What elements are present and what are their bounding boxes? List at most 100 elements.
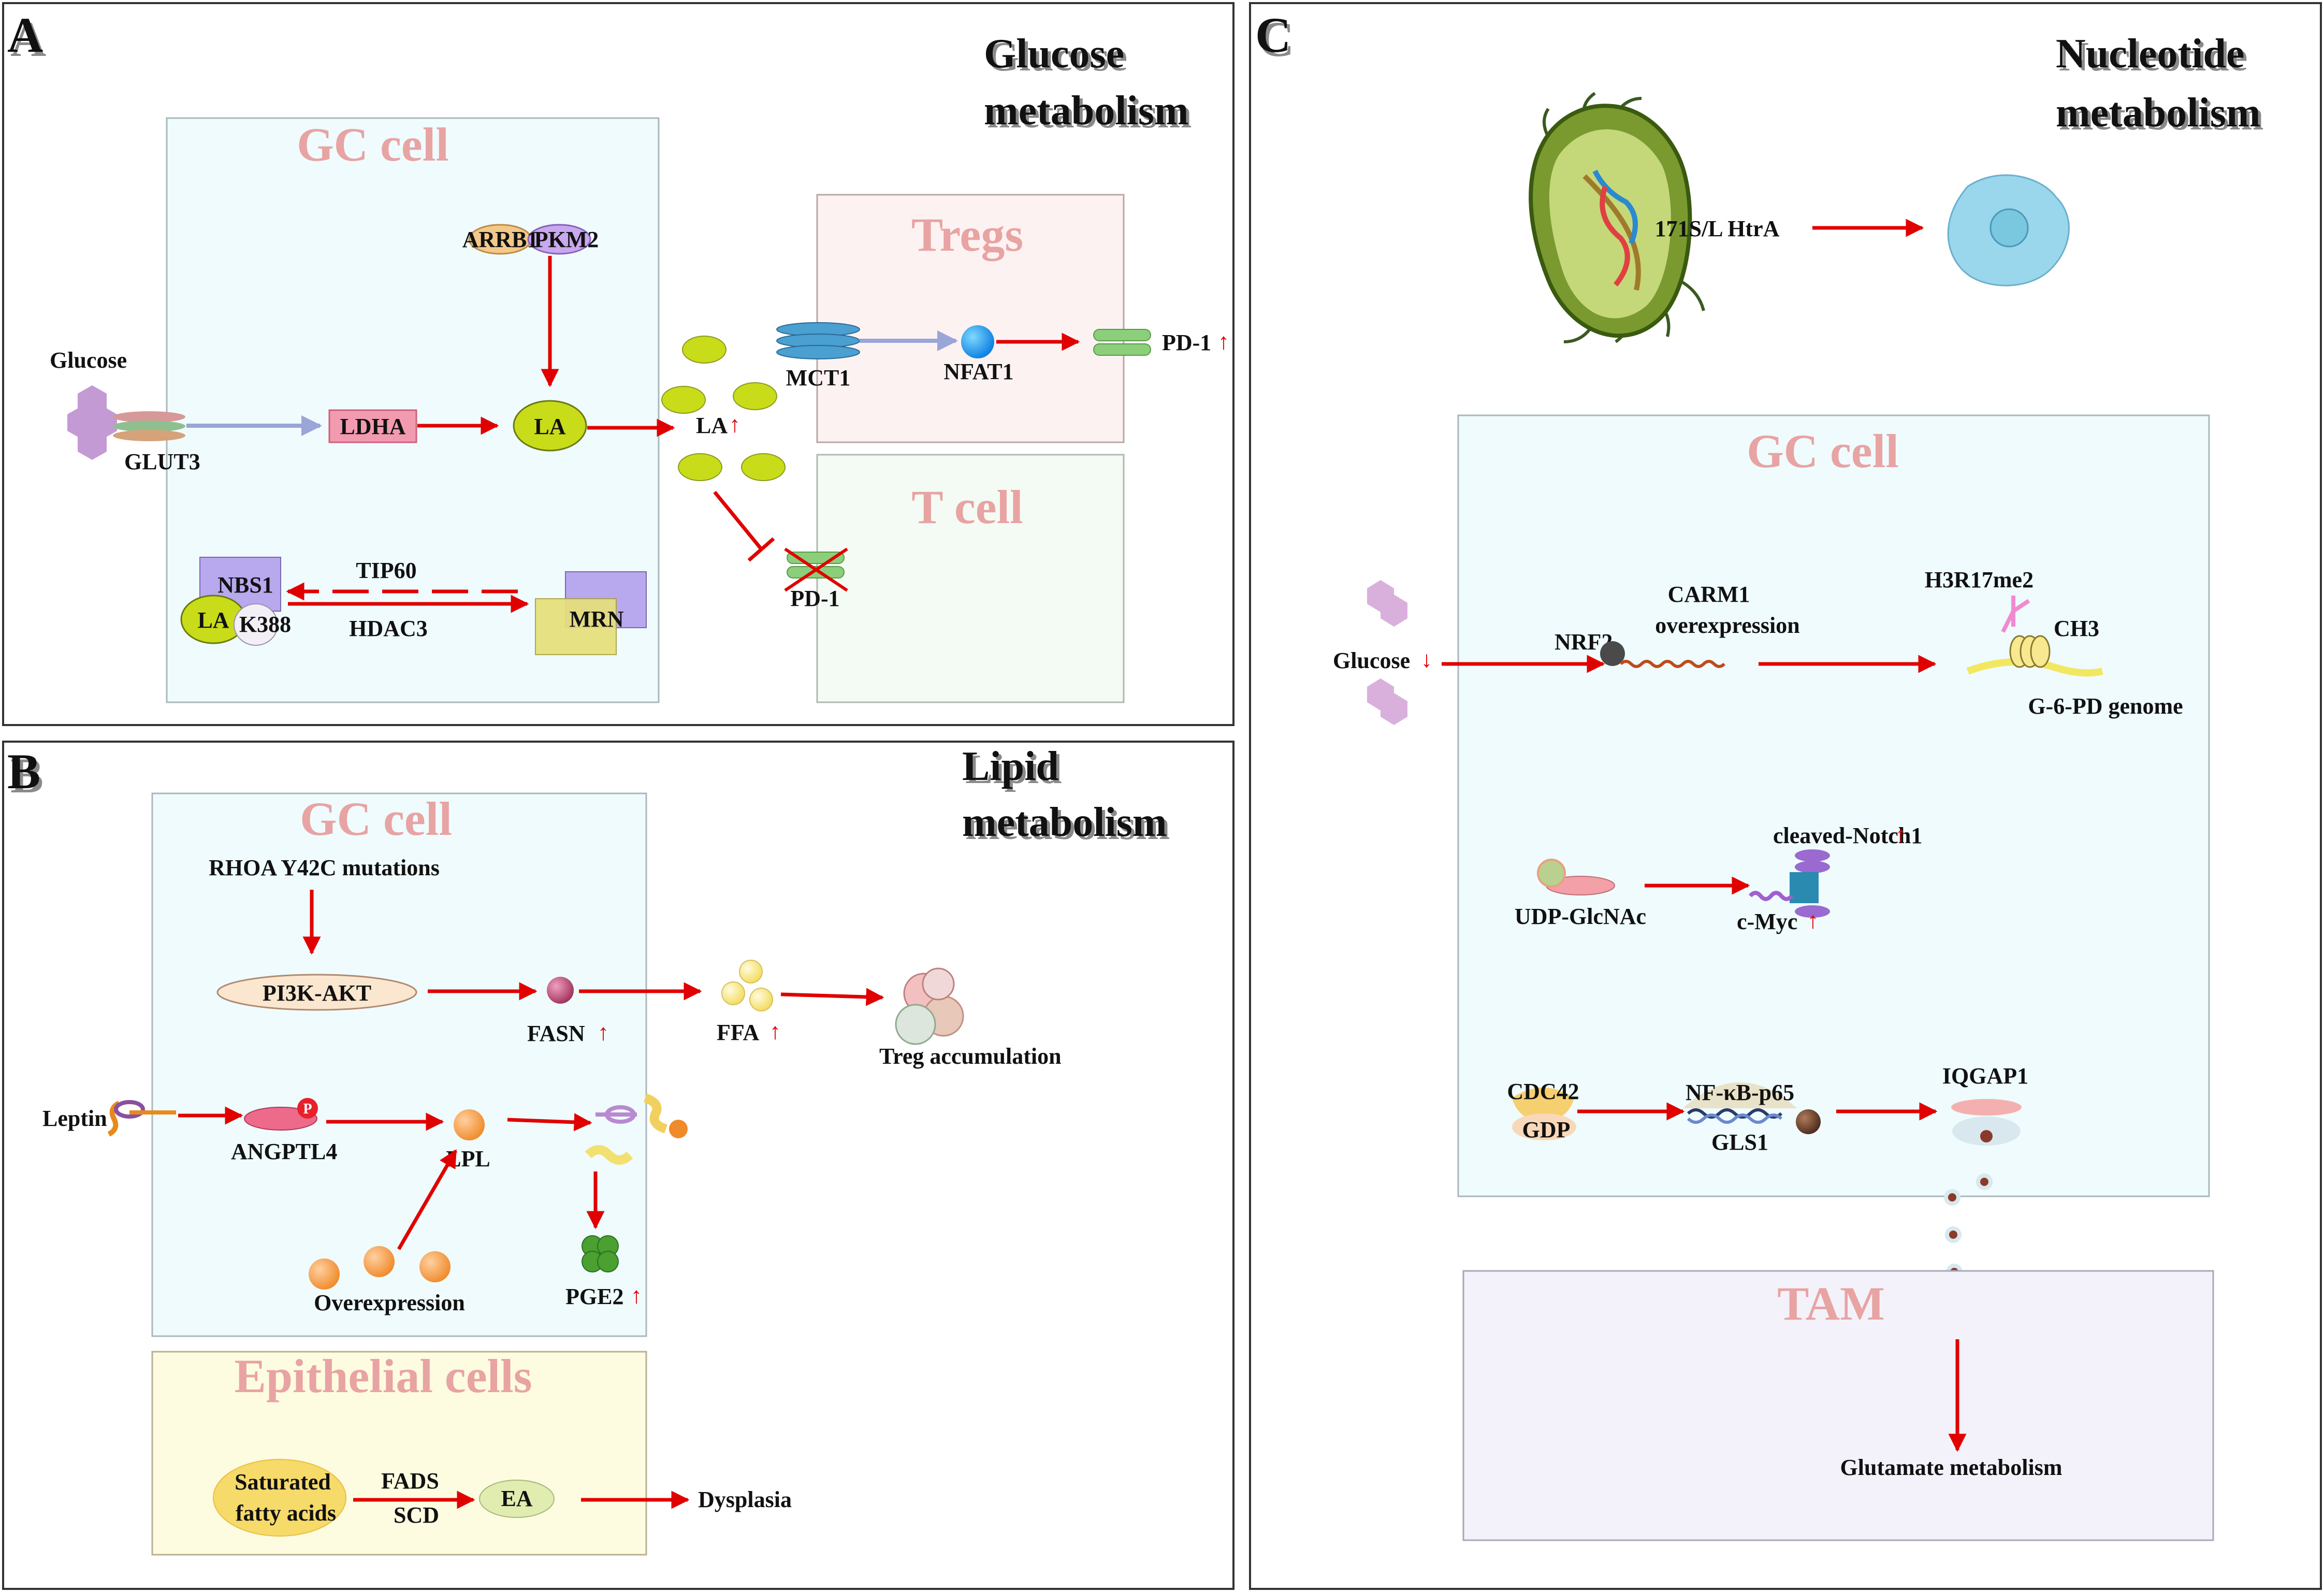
la-outer-up-arrow: ↑ xyxy=(729,412,740,437)
panel-a: A A Glucose Glucose metabolism metabolis… xyxy=(2,2,1234,726)
panel-b-title-shadow-2: metabolism xyxy=(965,803,1170,848)
ch3-label: CH3 xyxy=(2054,616,2099,641)
fasn-molecule xyxy=(547,977,574,1004)
inhibition-line xyxy=(713,490,763,551)
panel-c-letter: C xyxy=(1255,7,1291,63)
panel-a-title-1: Glucose xyxy=(984,31,1124,77)
glut3-transporter-icon xyxy=(113,411,185,441)
glucose-label-c: Glucose xyxy=(1333,648,1410,673)
glut3-label: GLUT3 xyxy=(124,449,200,474)
pi3k-label: PI3K-AKT xyxy=(263,980,371,1006)
panel-a-title-2: metabolism xyxy=(984,88,1189,134)
arrow-lpl-receptor xyxy=(507,1113,592,1132)
iqgap1-vesicle-icon xyxy=(1951,1099,2022,1146)
gc-cell-b-label: GC cell xyxy=(300,792,452,845)
mct1-transporter-icon xyxy=(776,322,860,359)
ffa-up-arrow: ↑ xyxy=(769,1019,781,1044)
saturated-fatty-acids-ellipse xyxy=(213,1459,346,1537)
fads-label: FADS xyxy=(381,1468,439,1494)
phospho-badge: P xyxy=(303,1101,312,1117)
overexpression-molecules xyxy=(309,1246,451,1290)
udp-glcnac-icon xyxy=(1537,859,1615,895)
panel-c-letter-shadow: C xyxy=(1258,11,1294,67)
mct1-label: MCT1 xyxy=(786,365,851,390)
panel-a-letter: A xyxy=(7,7,43,63)
angptl4-label: ANGPTL4 xyxy=(231,1139,337,1164)
pge2-molecule-icon xyxy=(582,1235,619,1272)
fasn-up-arrow: ↑ xyxy=(598,1020,609,1045)
panel-a-title-shadow-2: metabolism xyxy=(987,91,1192,137)
cmyc-label: c-Myc xyxy=(1737,909,1797,934)
t-cell-label: T cell xyxy=(911,481,1023,533)
tregs-box xyxy=(816,194,1125,443)
panel-b-title-2: metabolism xyxy=(962,800,1167,845)
gastric-cell-icon xyxy=(1947,174,2070,286)
gc-cell-c xyxy=(1457,414,2210,1197)
pge2-up-arrow: ↑ xyxy=(631,1283,642,1308)
gdp-label: GDP xyxy=(1522,1117,1571,1142)
lactate-molecules xyxy=(661,336,786,481)
panel-c-title-1: Nucleotide xyxy=(2056,31,2244,77)
la-inner-ellipse xyxy=(513,400,587,452)
ffa-molecules xyxy=(721,960,773,1011)
la-small-label: LA xyxy=(197,607,229,633)
scd-label: SCD xyxy=(394,1502,439,1528)
ldha-box xyxy=(328,409,417,443)
glutamate-label: Glutamate metabolism xyxy=(1840,1455,2062,1480)
cdc42-gdp-icon xyxy=(1512,1088,1576,1140)
tam-box xyxy=(1462,1270,2214,1541)
cdc42-label: CDC42 xyxy=(1507,1079,1579,1104)
hdac3-label: HDAC3 xyxy=(349,616,428,641)
treg-accumulation-label: Treg accumulation xyxy=(879,1044,1062,1069)
panel-b: B B Lipid Lipid metabolism metabolism GC… xyxy=(2,741,1234,1590)
panel-c-title-shadow-1: Nucleotide xyxy=(2059,34,2247,80)
carm1-label-1: CARM1 xyxy=(1668,582,1750,607)
nfat1-molecule xyxy=(961,325,994,358)
histone-icon xyxy=(1966,596,2103,677)
mrn-box-front xyxy=(535,598,617,655)
bacterium-icon xyxy=(1529,92,1705,343)
rhoa-label: RHOA Y42C mutations xyxy=(209,855,440,880)
tregs-label: Tregs xyxy=(911,208,1023,261)
arrb1-pkm2-complex: ARRB1 PKM2 xyxy=(462,224,599,255)
saturated-label-1: Saturated xyxy=(235,1469,331,1495)
nfat1-label: NFAT1 xyxy=(943,359,1013,384)
carm1-label-2: overexpression xyxy=(1655,613,1799,638)
glucose-down-arrow: ↓ xyxy=(1421,647,1432,672)
k388-label: K388 xyxy=(239,612,291,637)
dna-strand-icon xyxy=(1619,660,1726,668)
panel-b-title-shadow-1: Lipid xyxy=(965,747,1062,792)
tam-label: TAM xyxy=(1777,1277,1885,1330)
lpl-molecule xyxy=(454,1109,485,1140)
panel-b-title-1: Lipid xyxy=(962,744,1059,789)
nrf2-molecule xyxy=(1600,641,1625,666)
panel-a-letter-shadow: A xyxy=(10,11,46,67)
ea-label: EA xyxy=(501,1486,532,1511)
glucose-hexagon-icon xyxy=(67,385,117,460)
ldha-label: LDHA xyxy=(340,414,405,439)
udp-glcnac-label: UDP-GlcNAc xyxy=(1515,904,1646,929)
arrow-overexpression-lpl xyxy=(397,1149,458,1250)
pd1-blocked-icon xyxy=(784,547,848,592)
notch-cmyc-complex-icon xyxy=(1748,849,1830,918)
k388-ellipse xyxy=(234,603,278,646)
iqgap1-label: IQGAP1 xyxy=(1942,1063,2028,1089)
g6pd-label: G-6-PD genome xyxy=(2028,693,2183,719)
notch-up-arrow: ↑ xyxy=(1895,822,1907,847)
arrb1-label: ARRB1 xyxy=(462,227,539,252)
overexpression-label: Overexpression xyxy=(314,1290,465,1315)
ea-ellipse xyxy=(479,1480,555,1518)
panel-c-title-2: metabolism xyxy=(2056,90,2261,136)
leptin-label: Leptin xyxy=(42,1106,107,1131)
panel-a-title-shadow-1: Glucose xyxy=(987,34,1127,80)
angptl4-protein-icon: P xyxy=(244,1098,318,1131)
glucose-hexagon-icon-c xyxy=(1367,580,1407,725)
leptin-receptor-icon xyxy=(107,1100,176,1137)
arrow-ffa-treg xyxy=(780,988,884,1006)
epithelial-cells-label: Epithelial cells xyxy=(235,1350,532,1402)
pi3k-ellipse xyxy=(216,974,417,1011)
cmyc-up-arrow: ↑ xyxy=(1807,908,1819,933)
la-outer-label: LA xyxy=(696,413,728,438)
h3r17me2-label: H3R17me2 xyxy=(1925,567,2034,592)
